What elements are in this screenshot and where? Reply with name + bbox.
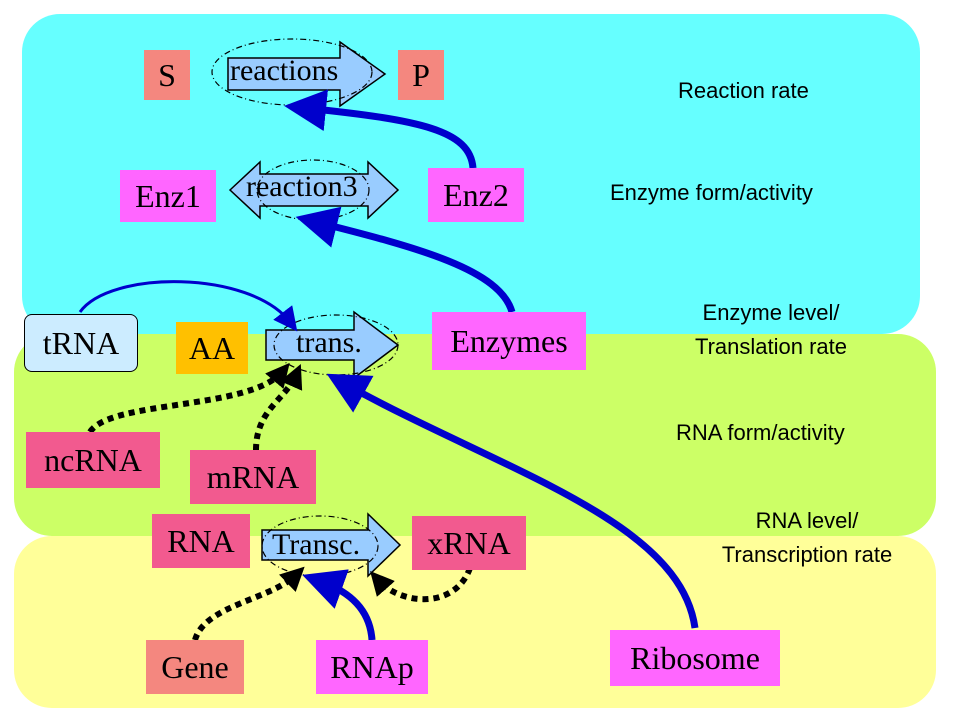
enzyme-level-line2: Translation rate — [694, 334, 848, 359]
ribosome-to-translation-arrow — [326, 373, 699, 629]
mrna-node: mRNA — [190, 450, 316, 504]
rna-level-line1: RNA level/ — [755, 508, 859, 533]
translation-label: trans. — [296, 326, 362, 359]
gene-node: Gene — [146, 640, 244, 694]
rna-node: RNA — [152, 514, 250, 568]
enz2-to-reactions-arrow — [284, 89, 477, 169]
transcription-label: Transc. — [272, 528, 361, 561]
xrna-to-transcription-arrow — [370, 566, 473, 603]
rnap-node: RNAp — [316, 640, 428, 694]
enz1-node: Enz1 — [120, 170, 216, 222]
enz2-node: Enz2 — [428, 168, 524, 222]
gene-to-transcription-arrow — [192, 566, 305, 642]
rna-level-line2: Transcription rate — [721, 542, 893, 567]
substrate-node: S — [144, 50, 190, 100]
ncrna-to-translation-arrow — [87, 362, 290, 434]
xrna-node: xRNA — [412, 516, 526, 570]
rna-level-label: RNA level/ Transcription rate — [680, 504, 934, 572]
enzymes-node: Enzymes — [432, 312, 586, 370]
amino-acid-node: AA — [176, 322, 248, 374]
rnap-to-transcription-arrow — [302, 569, 376, 641]
enzyme-form-label: Enzyme form/activity — [610, 180, 813, 205]
reactions-label: reactions — [230, 54, 339, 87]
mrna-to-translation-arrow — [253, 364, 303, 451]
reaction-rate-label: Reaction rate — [678, 78, 809, 103]
ncrna-node: ncRNA — [26, 432, 160, 488]
enzyme-level-label: Enzyme level/ Translation rate — [668, 296, 874, 364]
ribosome-node: Ribosome — [610, 630, 780, 686]
rna-form-label: RNA form/activity — [676, 420, 845, 445]
trna-to-translation-arrow — [78, 280, 298, 332]
enzyme-level-line1: Enzyme level/ — [702, 300, 840, 325]
trna-node: tRNA — [24, 314, 138, 372]
product-node: P — [398, 50, 444, 100]
enzymes-to-reaction3-arrow — [295, 206, 516, 314]
reaction3-label: reaction3 — [246, 170, 358, 203]
